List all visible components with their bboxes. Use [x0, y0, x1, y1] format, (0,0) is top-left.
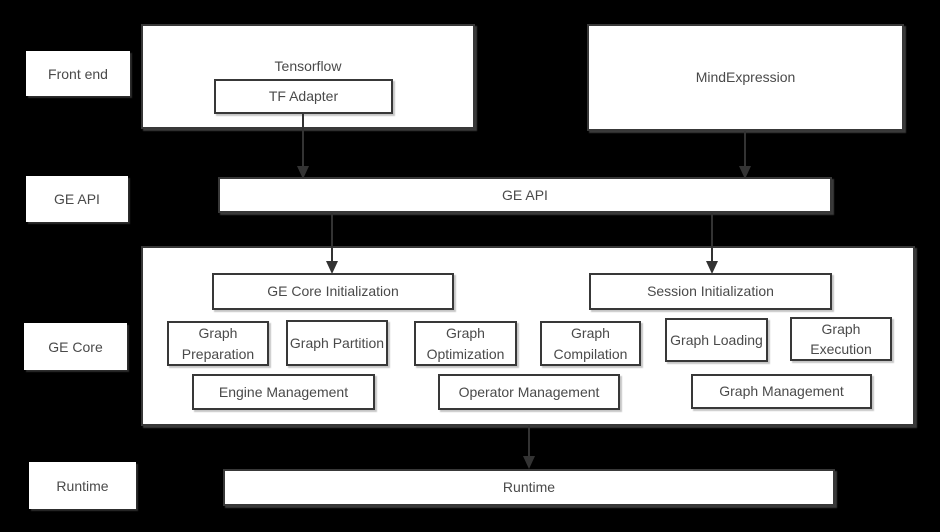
graph-management-box: Graph Management	[691, 374, 872, 409]
mindexpression-box: MindExpression	[587, 24, 904, 131]
arrow-ge-api-to-session-initialization	[706, 213, 718, 274]
graph-preparation-box: Graph Preparation	[167, 321, 269, 366]
arrow-ge-core-to-runtime	[523, 426, 535, 469]
graph-compilation-box: Graph Compilation	[540, 321, 641, 366]
ge-api-bar: GE API	[218, 177, 832, 213]
ge-core-initialization-box: GE Core Initialization	[212, 273, 454, 310]
graph-execution-box: Graph Execution	[790, 317, 892, 361]
row-label-front-end: Front end	[26, 51, 130, 96]
arrow-tf-adapter-to-ge-api	[297, 114, 309, 179]
session-initialization-box: Session Initialization	[589, 273, 832, 310]
row-label-runtime: Runtime	[29, 462, 136, 509]
operator-management-box: Operator Management	[438, 374, 620, 410]
arrow-ge-api-to-ge-core-initialization	[326, 213, 338, 274]
arrow-mindexpression-to-ge-api	[739, 131, 751, 179]
graph-optimization-box: Graph Optimization	[414, 321, 517, 366]
graph-partition-box: Graph Partition	[286, 320, 388, 366]
tf-adapter-box: TF Adapter	[214, 79, 393, 114]
tensorflow-label: Tensorflow	[274, 58, 342, 74]
row-label-ge-core: GE Core	[24, 323, 127, 370]
engine-management-box: Engine Management	[192, 374, 375, 410]
row-label-ge-api: GE API	[26, 176, 128, 222]
runtime-bar: Runtime	[223, 469, 835, 506]
graph-loading-box: Graph Loading	[665, 318, 768, 362]
